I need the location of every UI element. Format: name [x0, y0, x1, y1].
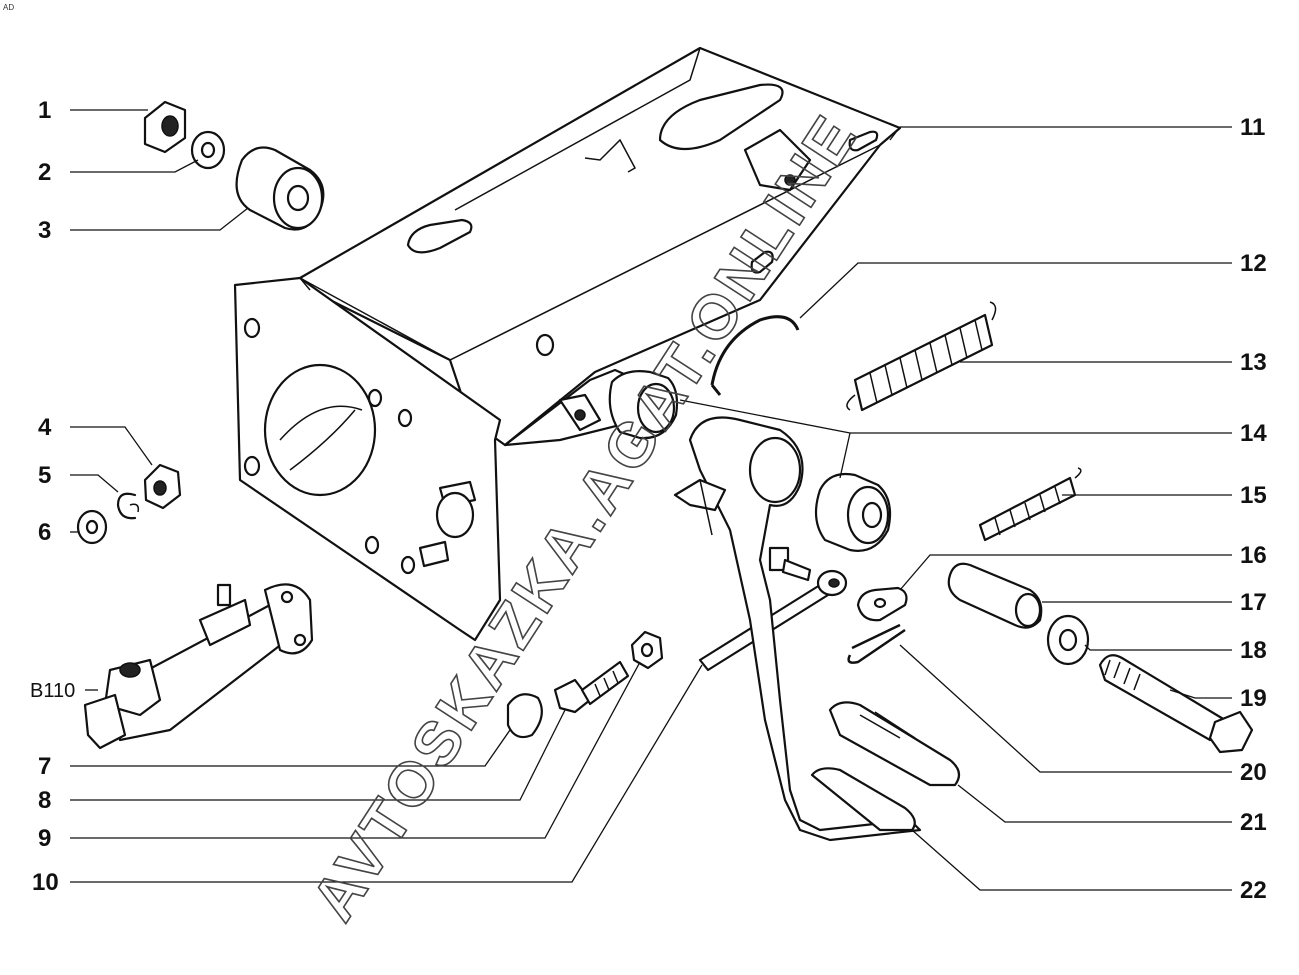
callouts-left: 1 2 3 4 5 6 7 8 9 10 B110	[30, 97, 75, 896]
part-20-cotter-pin	[847, 623, 906, 664]
reference-label-b110: B110	[30, 680, 75, 702]
pedal-bracket	[233, 46, 902, 642]
part-21-pedal-pad	[828, 701, 961, 787]
callout-12: 12	[1240, 250, 1267, 277]
part-3-bushing	[235, 146, 325, 231]
part-14-bushing	[608, 370, 679, 440]
part-19-bolt	[1098, 654, 1254, 754]
part-9-nut	[630, 630, 664, 670]
leader-lines	[70, 109, 1232, 891]
callout-5: 5	[38, 462, 51, 489]
part-17-sleeve	[947, 562, 1043, 629]
callout-22: 22	[1240, 877, 1267, 904]
callout-17: 17	[1240, 589, 1267, 616]
callout-18: 18	[1240, 637, 1267, 664]
part-4-nut	[143, 463, 182, 510]
clutch-pedal	[673, 416, 922, 842]
part-16-plate	[856, 586, 908, 622]
callout-3: 3	[38, 217, 51, 244]
part-5-spring-washer	[116, 492, 140, 520]
callout-8: 8	[38, 787, 51, 814]
callout-19: 19	[1240, 685, 1267, 712]
callout-13: 13	[1240, 349, 1267, 376]
callout-11: 11	[1240, 114, 1265, 141]
part-6-washer	[76, 509, 108, 545]
clutch-master-cylinder	[83, 583, 314, 750]
callout-4: 4	[38, 414, 52, 441]
callout-9: 9	[38, 825, 51, 852]
part-13-spring	[846, 301, 997, 412]
part-8-bolt	[553, 660, 630, 714]
callout-15: 15	[1240, 482, 1267, 509]
callout-20: 20	[1240, 759, 1267, 786]
corner-mark: AD	[3, 3, 14, 12]
part-12-clip	[710, 315, 800, 396]
callout-2: 2	[38, 159, 51, 186]
callout-16: 16	[1240, 542, 1267, 569]
part-18-washer	[1046, 614, 1090, 666]
callout-6: 6	[38, 519, 51, 546]
part-14-bushing-second	[814, 472, 892, 552]
callout-7: 7	[38, 753, 51, 780]
part-15-spring	[978, 467, 1082, 542]
callout-10: 10	[32, 869, 59, 896]
callout-1: 1	[38, 97, 51, 124]
part-1-nut	[143, 100, 187, 154]
callout-21: 21	[1240, 809, 1267, 836]
part-22-pedal-foot	[810, 767, 916, 832]
part-7-cap-nut	[506, 693, 543, 739]
part-2-washer	[190, 130, 226, 170]
callouts-right: 11 12 13 14 15 16 17 18 19 20 21 22	[1240, 114, 1267, 904]
callout-14: 14	[1240, 420, 1267, 447]
